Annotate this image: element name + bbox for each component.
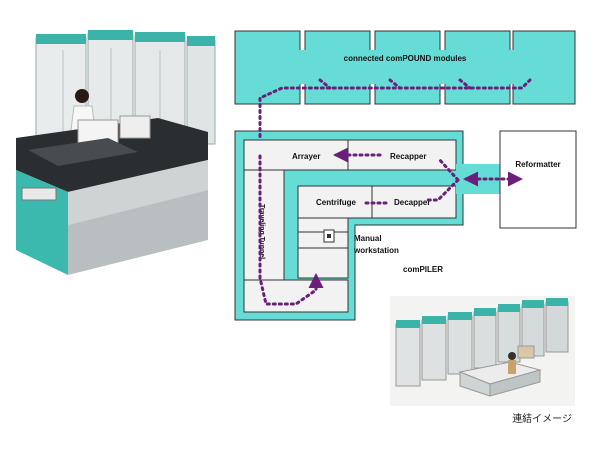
connected-photo <box>390 296 575 406</box>
manual-label-1: Manual <box>354 234 382 243</box>
compound-module-1 <box>234 30 301 105</box>
lower-box <box>297 247 349 279</box>
compound-module-3 <box>374 30 441 105</box>
caption: 連結イメージ <box>512 414 572 425</box>
compound-module-5 <box>512 30 576 105</box>
system-photo <box>16 30 216 275</box>
compiler-frame <box>234 130 464 321</box>
compound-label: connected comPOUND modules <box>344 54 467 63</box>
arrayer-recapper-box <box>243 139 457 171</box>
flow-modules <box>258 78 532 140</box>
compound-module-4 <box>444 30 511 105</box>
manual-label-2: workstation <box>353 246 399 255</box>
centrifuge-label: Centrifuge <box>316 198 357 207</box>
reformatter-label: Reformatter <box>515 160 560 169</box>
compiler-label: comPILER <box>403 265 443 274</box>
flow-decapper <box>426 178 460 202</box>
workflow-diagram: connected comPOUND modules Arrayer Recap… <box>234 30 577 321</box>
decapper-label: Decapper <box>394 198 430 207</box>
arrayer-label: Arrayer <box>292 152 320 161</box>
flow-down-tunnel <box>258 154 324 306</box>
manual-box <box>297 217 349 249</box>
flow-to-recapper <box>436 156 460 182</box>
tunnel-box <box>243 169 285 281</box>
compound-module-2 <box>304 30 371 105</box>
recapper-label: Recapper <box>390 152 426 161</box>
tunnel-label: Traveling Tunnel <box>258 204 265 259</box>
bottom-box <box>243 279 349 313</box>
